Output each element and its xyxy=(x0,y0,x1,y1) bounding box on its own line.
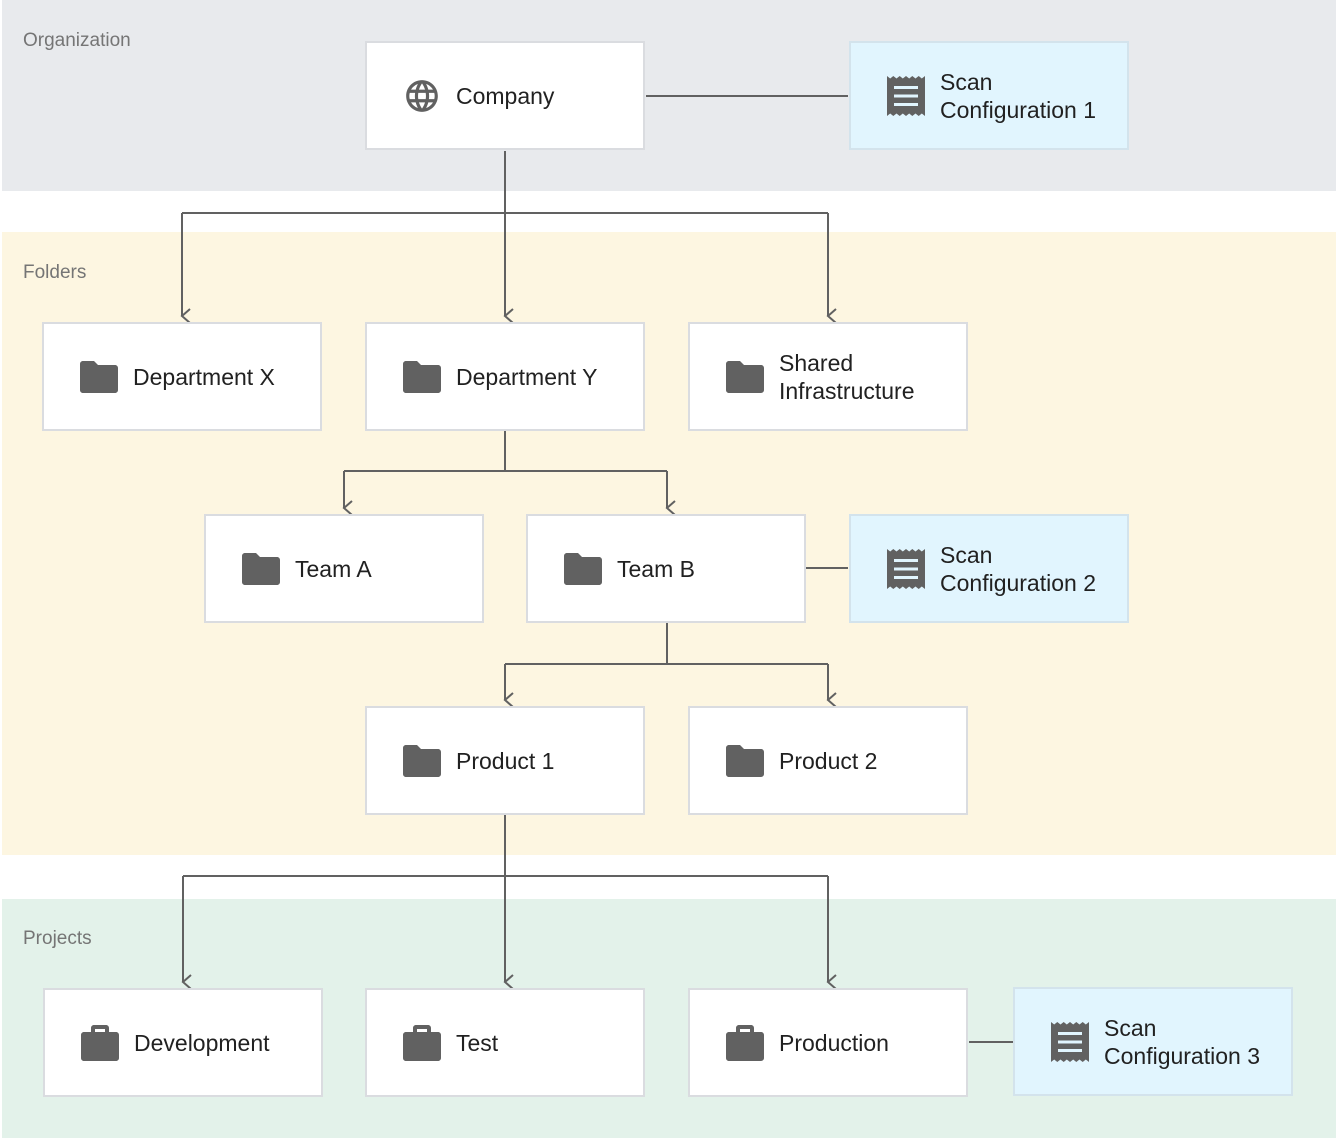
briefcase-icon xyxy=(726,1024,764,1061)
organization-band-label: Organization xyxy=(23,30,131,51)
node-team-a-label: Team A xyxy=(295,555,372,582)
node-scan-configuration-2-label: Scan Configuration 2 xyxy=(940,541,1125,597)
node-scan-configuration-1-label: Scan Configuration 1 xyxy=(940,68,1125,124)
folder-icon xyxy=(80,360,118,393)
folder-icon xyxy=(726,744,764,777)
node-department-x-label: Department X xyxy=(133,363,275,390)
folder-icon xyxy=(564,552,602,585)
node-scan-configuration-2[interactable]: Scan Configuration 2 xyxy=(849,514,1129,623)
node-shared-infrastructure[interactable]: Shared Infrastructure xyxy=(688,322,968,431)
node-department-y[interactable]: Department Y xyxy=(365,322,645,431)
node-team-a[interactable]: Team A xyxy=(204,514,484,623)
node-scan-configuration-1-line-2: Configuration 1 xyxy=(940,96,1096,123)
briefcase-icon xyxy=(403,1024,441,1061)
node-scan-configuration-1-line-1: Scan xyxy=(940,68,993,95)
node-shared-infrastructure-line-2: Infrastructure xyxy=(779,377,915,404)
node-test[interactable]: Test xyxy=(365,988,645,1097)
node-product-2[interactable]: Product 2 xyxy=(688,706,968,815)
node-scan-configuration-2-line-2: Configuration 2 xyxy=(940,569,1096,596)
node-scan-configuration-2-line-1: Scan xyxy=(940,541,993,568)
projects-band-label: Projects xyxy=(23,928,92,949)
node-product-1[interactable]: Product 1 xyxy=(365,706,645,815)
scan-configuration-icon xyxy=(887,548,925,589)
node-team-b-label: Team B xyxy=(617,555,695,582)
node-product-2-label: Product 2 xyxy=(779,747,878,774)
scan-configuration-icon xyxy=(887,75,925,116)
folder-icon xyxy=(403,360,441,393)
node-scan-configuration-3[interactable]: Scan Configuration 3 xyxy=(1013,987,1293,1096)
node-development[interactable]: Development xyxy=(43,988,323,1097)
node-scan-configuration-1[interactable]: Scan Configuration 1 xyxy=(849,41,1129,150)
briefcase-icon xyxy=(81,1024,119,1061)
node-team-b[interactable]: Team B xyxy=(526,514,806,623)
node-company-label: Company xyxy=(456,82,555,109)
folder-icon xyxy=(242,552,280,585)
node-scan-configuration-3-label: Scan Configuration 3 xyxy=(1104,1014,1289,1070)
folder-icon xyxy=(726,360,764,393)
node-production-label: Production xyxy=(779,1029,889,1056)
node-scan-configuration-3-line-1: Scan xyxy=(1104,1014,1157,1041)
node-shared-infrastructure-label: Shared Infrastructure xyxy=(779,349,964,405)
folders-band-label: Folders xyxy=(23,262,87,283)
folder-icon xyxy=(403,744,441,777)
scan-configuration-icon xyxy=(1051,1021,1089,1062)
node-department-x[interactable]: Department X xyxy=(42,322,322,431)
node-company[interactable]: Company xyxy=(365,41,645,150)
node-test-label: Test xyxy=(456,1029,499,1056)
node-production[interactable]: Production xyxy=(688,988,968,1097)
node-development-label: Development xyxy=(134,1029,270,1056)
node-department-y-label: Department Y xyxy=(456,363,598,390)
globe-icon xyxy=(403,77,441,115)
node-product-1-label: Product 1 xyxy=(456,747,555,774)
node-shared-infrastructure-line-1: Shared xyxy=(779,349,854,376)
node-scan-configuration-3-line-2: Configuration 3 xyxy=(1104,1042,1260,1069)
